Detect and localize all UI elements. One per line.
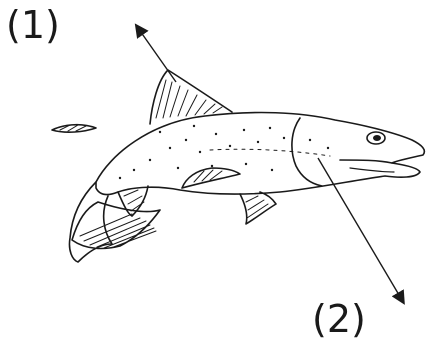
dorsal-fin [150, 70, 232, 124]
fish-illustration [52, 70, 424, 262]
label-1: (1) [6, 6, 60, 44]
fish-mouth [340, 160, 392, 163]
ventral-fin [182, 168, 240, 188]
caudal-fin [72, 202, 160, 248]
label-2: (2) [312, 300, 366, 338]
pointer-arrow-1 [138, 28, 176, 82]
adipose-fin [52, 125, 96, 133]
anal-fin [240, 192, 276, 224]
gill-cover [292, 118, 322, 186]
fish-body-outline [96, 113, 424, 195]
